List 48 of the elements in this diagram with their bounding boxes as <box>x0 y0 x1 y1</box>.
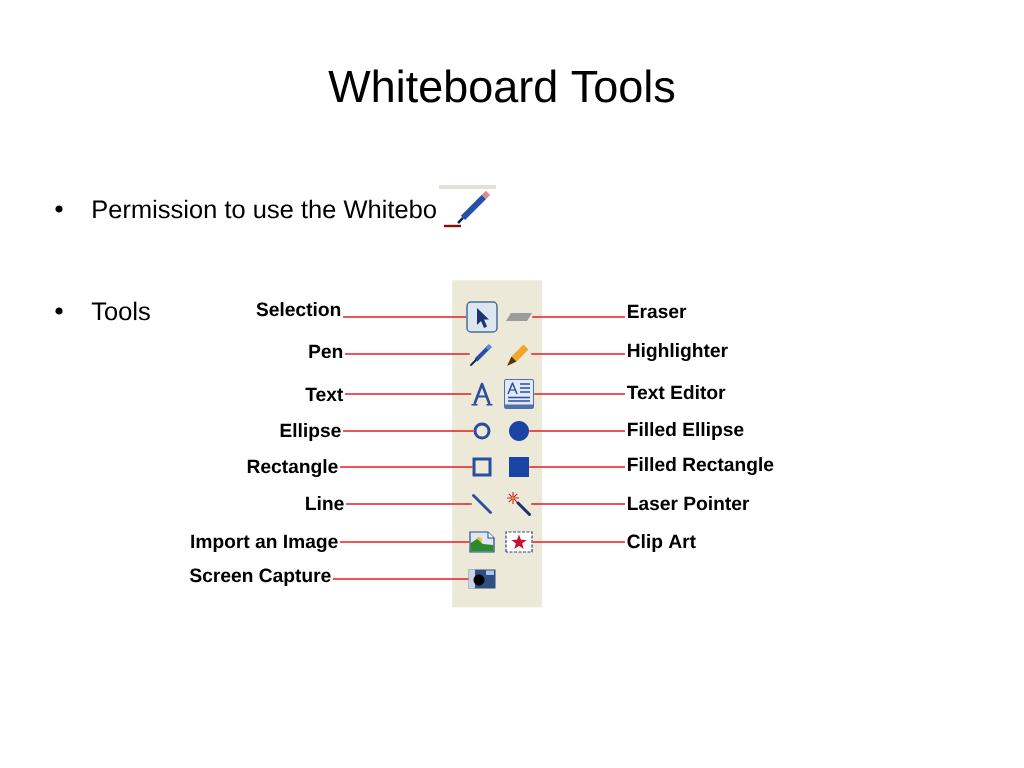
tool-label: Laser Pointer <box>628 496 750 511</box>
leader-line <box>339 541 470 543</box>
leader-line <box>528 430 626 432</box>
disc-icon <box>509 421 529 441</box>
diagonal-line-icon <box>472 494 492 514</box>
tool-label: Ellipse <box>280 423 341 441</box>
tool-label: Eraser <box>628 304 687 319</box>
leader-line <box>342 430 475 432</box>
image-icon <box>469 531 495 553</box>
leader-line <box>344 393 472 395</box>
leader-line <box>345 503 473 505</box>
highlighter-icon <box>507 344 529 366</box>
camera-icon <box>468 569 496 589</box>
tool-label: Filled Rectangle <box>628 457 774 476</box>
tool-label: Clip Art <box>627 534 696 552</box>
document-icon <box>504 379 534 409</box>
tool-label: Line <box>306 496 344 511</box>
cursor-icon <box>466 301 498 333</box>
square-icon <box>472 457 492 477</box>
tool-label: Screen Capture <box>189 568 331 586</box>
leader-line <box>533 393 626 395</box>
tool-label: Highlighter <box>628 343 728 362</box>
tool-label: Text Editor <box>626 385 726 400</box>
tool-label: Text <box>305 387 344 402</box>
tool-label: Pen <box>309 344 343 359</box>
leader-line <box>342 316 467 318</box>
leader-line <box>339 466 474 468</box>
magic-wand-icon <box>506 491 531 516</box>
eraser-icon <box>506 313 532 321</box>
tool-label: Filled Ellipse <box>628 422 744 440</box>
leader-line <box>530 503 626 505</box>
tool-label: Selection <box>256 302 341 317</box>
tool-label: Import an Image <box>191 534 338 553</box>
leader-line <box>532 541 626 543</box>
ring-icon <box>473 422 491 440</box>
star-picture-icon <box>505 531 533 553</box>
pen-icon <box>470 344 492 366</box>
leader-line <box>528 466 626 468</box>
filled-square-icon <box>509 457 529 477</box>
leader-line <box>531 316 626 318</box>
bullet-text: Permission to use the Whitebo <box>93 199 436 219</box>
slide-title: Whiteboard Tools <box>328 69 675 103</box>
leader-line <box>332 578 469 580</box>
bullet-text: Tools <box>91 301 150 321</box>
letter-icon <box>470 382 494 406</box>
leader-line <box>530 353 626 355</box>
leader-line <box>344 353 471 355</box>
tool-label: Rectangle <box>247 459 338 478</box>
